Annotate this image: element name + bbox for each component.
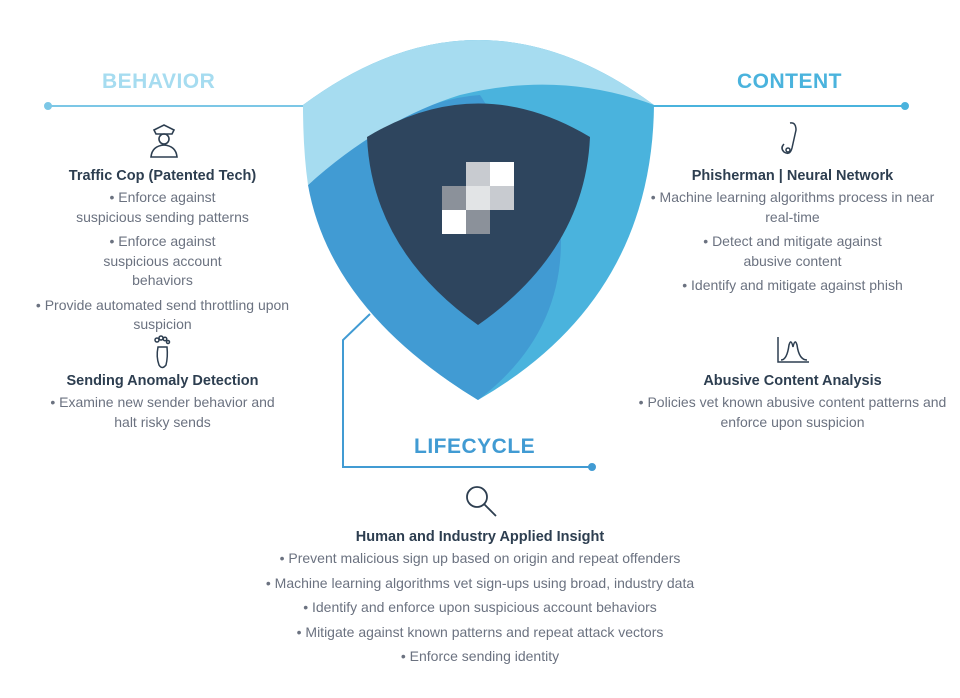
- content-line: [652, 102, 909, 110]
- heading-lifecycle: LIFECYCLE: [414, 435, 536, 458]
- list-item: Examine new sender behavior and halt ris…: [35, 393, 290, 432]
- magnifier-icon: [466, 486, 497, 517]
- list-item: Machine learning algorithms process in n…: [650, 188, 935, 227]
- anomaly-section: Sending Anomaly Detection Examine new se…: [35, 373, 290, 437]
- abusive-title: Abusive Content Analysis: [703, 373, 882, 389]
- logo-icon: [442, 162, 514, 234]
- list-item: Prevent malicious sign up based on origi…: [180, 549, 780, 569]
- list-item: Detect and mitigate against abusive cont…: [650, 232, 935, 271]
- fishing-hook-icon: [781, 122, 797, 155]
- footprint-icon: [154, 335, 171, 369]
- shield-top-segment: [303, 40, 654, 185]
- list-item: Machine learning algorithms vet sign-ups…: [180, 574, 780, 594]
- phisherman-section: Phisherman | Neural Network Machine lear…: [650, 168, 935, 301]
- behavior-line: [44, 102, 305, 110]
- list-item: Policies vet known abusive content patte…: [625, 393, 960, 432]
- list-item: Identify and enforce upon suspicious acc…: [180, 598, 780, 618]
- police-officer-icon: [150, 124, 178, 158]
- insight-title: Human and Industry Applied Insight: [355, 529, 605, 545]
- list-item: Enforce against suspicious sending patte…: [35, 188, 290, 227]
- list-item: Mitigate against known patterns and repe…: [180, 623, 780, 643]
- anomaly-title: Sending Anomaly Detection: [66, 373, 259, 389]
- distribution-chart-icon: [777, 337, 809, 363]
- lifecycle-line: [342, 313, 596, 471]
- insight-section: Human and Industry Applied Insight Preve…: [180, 529, 780, 672]
- list-item: Enforce against suspicious account behav…: [35, 232, 290, 291]
- traffic-cop-section: Traffic Cop (Patented Tech) Enforce agai…: [35, 168, 290, 340]
- abusive-section: Abusive Content Analysis Policies vet kn…: [625, 373, 960, 437]
- list-item: Identify and mitigate against phish: [650, 276, 935, 296]
- heading-content: CONTENT: [737, 70, 842, 93]
- list-item: Provide automated send throttling upon s…: [35, 296, 290, 335]
- list-item: Enforce sending identity: [180, 647, 780, 667]
- traffic-cop-title: Traffic Cop (Patented Tech): [68, 168, 257, 184]
- phisherman-title: Phisherman | Neural Network: [691, 168, 894, 184]
- heading-behavior: BEHAVIOR: [102, 70, 216, 93]
